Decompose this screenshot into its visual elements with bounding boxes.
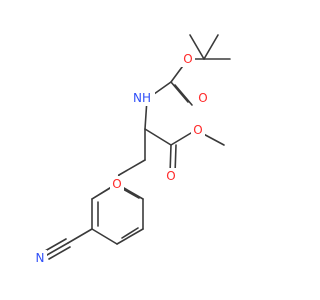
bond-carbamate-c-o-double — [174, 84, 193, 106]
label-bg-o-boc-ester — [181, 51, 195, 67]
atom-label-nh: NH — [133, 91, 151, 105]
atom-label-o-boc-ester: O — [183, 52, 192, 66]
bond-nitrile-1 — [46, 242, 69, 256]
label-bg-o-ester-carbonyl — [164, 168, 178, 184]
label-bg-n-nitrile — [33, 250, 47, 266]
atom-label-n-nitrile: N — [36, 251, 45, 265]
chemical-structure: NH O O O O O N — [33, 34, 231, 266]
ring-inner-bond-2 — [121, 227, 139, 239]
atom-label-o-methyl-ester: O — [193, 123, 202, 137]
label-bg-o-ether — [110, 176, 124, 192]
label-bg-o-methyl-ester — [191, 122, 205, 138]
bond-carbamate-c-o — [170, 81, 189, 103]
atom-label-o-boc-carbonyl: O — [198, 91, 207, 105]
bond-tbu-c1 — [203, 34, 219, 60]
bond-cbeta-cgamma — [118, 159, 146, 176]
bond-nitrile-2 — [44, 238, 67, 252]
ring-bond-3 — [116, 228, 144, 245]
bond-tbu-c3 — [189, 34, 205, 60]
ring-bond-2 — [91, 228, 118, 245]
atom-label-o-ester-carbonyl: O — [166, 169, 175, 183]
bond-ring-cn — [67, 228, 93, 244]
atom-label-o-ether: O — [112, 177, 121, 191]
bond-nitrile-3 — [48, 246, 71, 260]
label-bg-o-boc-carbonyl — [196, 90, 210, 106]
label-bg-nh — [133, 90, 155, 106]
bond-calpha-ccarbonyl — [144, 128, 172, 146]
